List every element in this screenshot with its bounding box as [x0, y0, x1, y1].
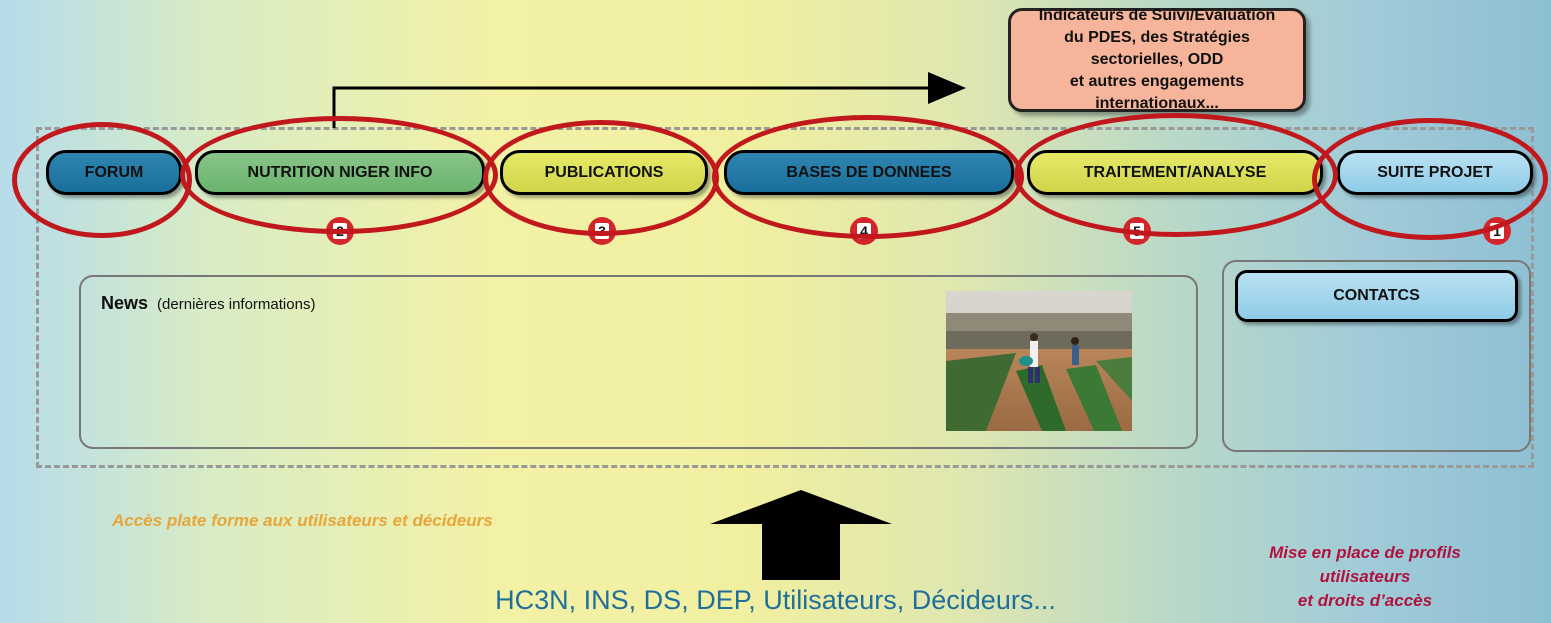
highlight-ellipse-nutrition — [180, 116, 498, 234]
indicators-box: Indicateurs de Suivi/Evaluation du PDES,… — [1008, 7, 1306, 112]
profiles-note: Mise en place de profils utilisateurs et… — [1180, 541, 1550, 613]
profiles-note-line-3: et droits d’accès — [1297, 591, 1433, 610]
news-panel: News (dernières informations) — [79, 275, 1198, 449]
highlight-ellipse-publications — [483, 120, 719, 236]
contacts-button[interactable]: CONTATCS — [1235, 270, 1518, 322]
highlight-ellipse-suite-projet — [1312, 118, 1548, 240]
indicators-line-1: Indicateurs de Suivi/Evaluation — [1038, 7, 1276, 24]
highlight-ellipse-forum — [12, 122, 192, 238]
news-title: News — [101, 293, 149, 313]
news-subtitle: (dernières informations) — [157, 296, 316, 313]
field-photo — [946, 291, 1132, 431]
contacts-label: CONTATCS — [1333, 287, 1420, 304]
indicators-line-2: du PDES, des Stratégies sectorielles, OD… — [1064, 29, 1250, 68]
users-line: HC3N, INS, DS, DEP, Utilisateurs, Décide… — [495, 585, 1056, 615]
indicators-line-3: et autres engagements internationaux... — [1069, 73, 1245, 112]
highlight-ellipse-bases — [712, 115, 1024, 239]
profiles-note-line-1: Mise en place de profils — [1269, 543, 1461, 562]
highlight-ellipse-traitement — [1014, 113, 1338, 237]
news-heading: News (dernières informations) — [101, 293, 315, 314]
upward-arrow-icon — [710, 490, 892, 580]
contacts-panel — [1222, 260, 1531, 452]
access-note: Accès plate forme aux utilisateurs et dé… — [112, 511, 493, 530]
profiles-note-line-2: utilisateurs — [1319, 567, 1411, 586]
